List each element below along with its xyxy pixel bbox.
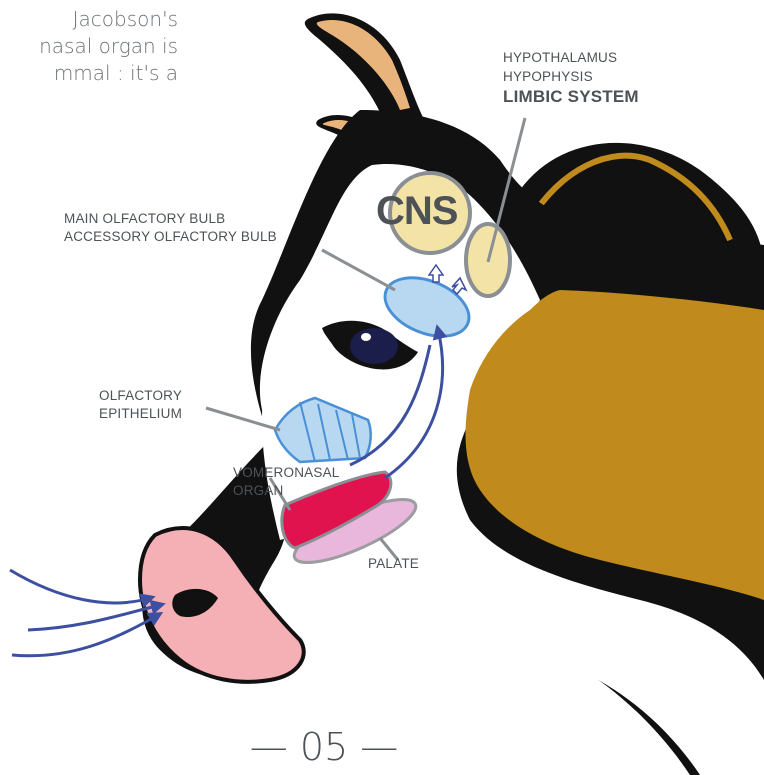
label-palate: PALATE <box>368 555 419 572</box>
page-number: — 05 — <box>0 725 706 769</box>
label-accessory-olfactory-bulb: ACCESSORY OLFACTORY BULB <box>64 228 277 245</box>
eye-highlight <box>361 333 371 341</box>
label-vomeronasal: VOMERONASAL <box>233 464 339 481</box>
airflow-line-3 <box>12 615 158 656</box>
label-main-olfactory-bulb: MAIN OLFACTORY BULB <box>64 210 225 227</box>
eye-iris <box>350 328 398 364</box>
label-cns: CNS <box>376 189 457 234</box>
label-hypothalamus: HYPOTHALAMUS <box>503 49 617 66</box>
label-epithelium: EPITHELIUM <box>99 405 182 422</box>
label-organ: ORGAN <box>233 482 284 499</box>
label-olfactory: OLFACTORY <box>99 387 182 404</box>
label-limbic-system: LIMBIC SYSTEM <box>503 88 639 105</box>
label-hypophysis: HYPOPHYSIS <box>503 68 593 85</box>
airflow-line-1 <box>10 570 150 603</box>
